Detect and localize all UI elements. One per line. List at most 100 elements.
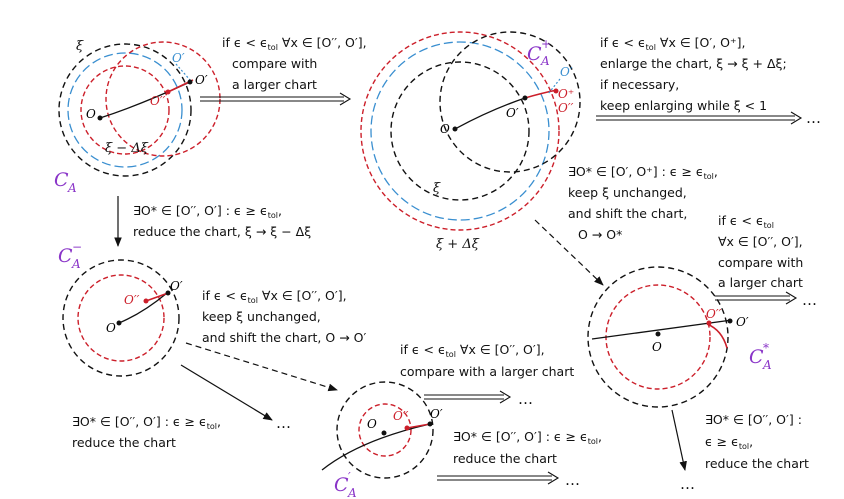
chart-caplus-name: C + A bbox=[527, 37, 551, 68]
text-block-3: ∃O* ∈ [O′′, O′] : ϵ ≥ ϵtol, reduce the c… bbox=[133, 203, 311, 239]
chart-caprime-oprime-label: O′ bbox=[430, 407, 443, 421]
chart-caminus-oprime-point bbox=[165, 290, 171, 296]
t5-l1-sub: tol bbox=[764, 221, 774, 230]
chart-caminus-name: C − A bbox=[58, 240, 82, 271]
dots-caminus: … bbox=[276, 414, 291, 432]
t10-l1: ∃O* ∈ [O′′, O′] : bbox=[705, 412, 802, 427]
chart-ca-blue-dotted bbox=[175, 63, 191, 81]
t2-l2: enlarge the chart, ξ → ξ + Δξ; bbox=[600, 56, 787, 71]
chart-caplus-odprime-label: O′′ bbox=[558, 101, 574, 115]
chart-caminus-oprime-label: O′ bbox=[170, 279, 183, 293]
t10-l2: ϵ ≥ ϵ bbox=[705, 434, 739, 449]
t8-l1: ∃O* ∈ [O′′, O′] : ϵ ≥ ϵ bbox=[72, 414, 207, 429]
chart-ca-oprime-label: O′ bbox=[195, 73, 208, 87]
chart-ca-name-main: C bbox=[54, 169, 69, 191]
chart-ca-ostar-label: O′ bbox=[172, 51, 185, 65]
text-block-6: if ϵ < ϵtol ∀x ∈ [O′′, O′], keep ξ uncha… bbox=[202, 288, 366, 345]
chart-caprime-red bbox=[358, 403, 412, 457]
t1-l1: if ϵ < ϵ bbox=[222, 35, 268, 50]
svg-text:∃O* ∈ [O′, O⁺] : ϵ ≥ ϵtol,: ∃O* ∈ [O′, O⁺] : ϵ ≥ ϵtol, bbox=[568, 164, 718, 181]
t1-l2: compare with bbox=[232, 56, 317, 71]
chart-caprime-name-sup: ′ bbox=[348, 470, 351, 484]
t6-l1-sub: tol bbox=[248, 296, 258, 305]
t10-l3: reduce the chart bbox=[705, 456, 809, 471]
text-block-2: if ϵ < ϵtol ∀x ∈ [O′, O⁺], enlarge the c… bbox=[600, 35, 787, 113]
t6-l1: if ϵ < ϵ bbox=[202, 288, 248, 303]
chart-caplus-blue bbox=[370, 41, 550, 221]
svg-text:if ϵ < ϵtol: if ϵ < ϵtol bbox=[718, 213, 774, 230]
t4-l3: and shift the chart, bbox=[568, 206, 687, 221]
t3-l1: ∃O* ∈ [O′′, O′] : ϵ ≥ ϵ bbox=[133, 203, 268, 218]
chart-caprime-o-point bbox=[381, 430, 387, 436]
chart-caplus-shifted-black bbox=[439, 31, 581, 173]
chart-castar-red-segment bbox=[706, 323, 728, 349]
chart-castar-group: O O′ O′′ C * A bbox=[587, 266, 772, 408]
chart-ca-odprime-point bbox=[165, 89, 171, 95]
chart-caplus-oplus-label: O⁺ bbox=[558, 87, 574, 101]
chart-caplus-xiplus-label: ξ + Δξ bbox=[436, 237, 480, 252]
chart-caminus-name-sub: A bbox=[71, 257, 81, 271]
t2-l1-sub: tol bbox=[646, 43, 656, 52]
chart-caprime-geodesic bbox=[321, 423, 431, 471]
chart-caminus-o-label: O bbox=[106, 321, 116, 335]
chart-caminus-odprime-label: O′′ bbox=[124, 293, 140, 307]
t1-l3: a larger chart bbox=[232, 77, 317, 92]
chart-caplus-xi-label: ξ bbox=[433, 181, 441, 196]
t5-l4: a larger chart bbox=[718, 275, 803, 290]
dots-caprime-reduce: … bbox=[565, 471, 580, 489]
dots-castar-reduce: … bbox=[680, 475, 695, 493]
chart-caprime-oprime-point bbox=[427, 421, 433, 427]
t10-l2-sub: tol bbox=[739, 442, 749, 451]
t8-l2: reduce the chart bbox=[72, 435, 176, 450]
chart-caplus-black bbox=[390, 61, 530, 201]
chart-castar-oprime-label: O′ bbox=[736, 315, 749, 329]
chart-caprime-name: C ′ A bbox=[334, 470, 357, 499]
chart-ca-xi-label: ξ bbox=[76, 39, 84, 54]
svg-text:∃O* ∈ [O′′, O′] : ϵ ≥ ϵtol,: ∃O* ∈ [O′′, O′] : ϵ ≥ ϵtol, bbox=[453, 429, 602, 446]
t5-l2: ∀x ∈ [O′′, O′], bbox=[718, 234, 803, 249]
chart-castar-oprime-point bbox=[727, 318, 733, 324]
chart-ca-ximinus-label: ξ − Δξ bbox=[105, 141, 149, 156]
chart-caplus-blue-dotted bbox=[547, 78, 561, 95]
chart-caprime-odprime-point bbox=[404, 425, 410, 431]
chart-caminus-name-sup: − bbox=[72, 240, 82, 254]
chart-caplus-o-label: O bbox=[440, 122, 450, 136]
t2-l1: if ϵ < ϵ bbox=[600, 35, 646, 50]
chart-caplus-oprime-point bbox=[522, 95, 528, 101]
arrow-caminus-reduce: … bbox=[180, 364, 291, 432]
svg-text:if ϵ < ϵtol ∀x ∈ [O′′, O′],: if ϵ < ϵtol ∀x ∈ [O′′, O′], bbox=[202, 288, 347, 305]
chart-castar-red bbox=[605, 284, 711, 390]
t4-l1-b: , bbox=[714, 164, 718, 179]
chart-caminus-o-point bbox=[116, 320, 122, 326]
chart-ca-o-point bbox=[97, 115, 103, 121]
chart-caplus-name-sub: A bbox=[540, 54, 550, 68]
t2-l3: if necessary, bbox=[600, 77, 679, 92]
t6-l3: and shift the chart, O → O′ bbox=[202, 330, 366, 345]
chart-castar-o-point bbox=[655, 331, 661, 337]
chart-castar-o-label: O bbox=[652, 340, 662, 354]
svg-text:if ϵ < ϵtol ∀x ∈ [O′′, O′],: if ϵ < ϵtol ∀x ∈ [O′′, O′], bbox=[400, 342, 545, 359]
t4-l4: O → O* bbox=[578, 227, 622, 242]
t5-l1: if ϵ < ϵ bbox=[718, 213, 764, 228]
chart-ca-oprime-point bbox=[187, 79, 193, 85]
chart-caplus-name-sup: + bbox=[541, 37, 551, 51]
t9-l2: reduce the chart bbox=[453, 451, 557, 466]
t6-l2: keep ξ unchanged, bbox=[202, 309, 321, 324]
t9-l1-sub: tol bbox=[588, 437, 598, 446]
t2-l1-b: ∀x ∈ [O′, O⁺], bbox=[656, 35, 746, 50]
arrow-castar-larger: … bbox=[715, 291, 817, 309]
arrow-castar-reduce: … bbox=[671, 409, 695, 493]
chart-castar-odprime-point bbox=[706, 320, 712, 326]
chart-caprime-name-sub: A bbox=[347, 486, 357, 499]
text-block-7: if ϵ < ϵtol ∀x ∈ [O′′, O′], compare with… bbox=[400, 342, 574, 379]
svg-text:ϵ ≥ ϵtol,: ϵ ≥ ϵtol, bbox=[705, 434, 753, 451]
chart-castar-name-sub: A bbox=[762, 358, 772, 372]
chart-caplus-ostar-label: O′ bbox=[560, 65, 573, 79]
t4-l1-sub: tol bbox=[704, 172, 714, 181]
svg-text:∃O* ∈ [O′′, O′] : ϵ ≥ ϵtol,: ∃O* ∈ [O′′, O′] : ϵ ≥ ϵtol, bbox=[72, 414, 221, 431]
text-block-9: ∃O* ∈ [O′′, O′] : ϵ ≥ ϵtol, reduce the c… bbox=[453, 429, 602, 466]
t8-l1-sub: tol bbox=[207, 422, 217, 431]
chart-castar-geodesic bbox=[591, 319, 733, 340]
chart-caplus-oprime-label: O′ bbox=[506, 106, 519, 120]
